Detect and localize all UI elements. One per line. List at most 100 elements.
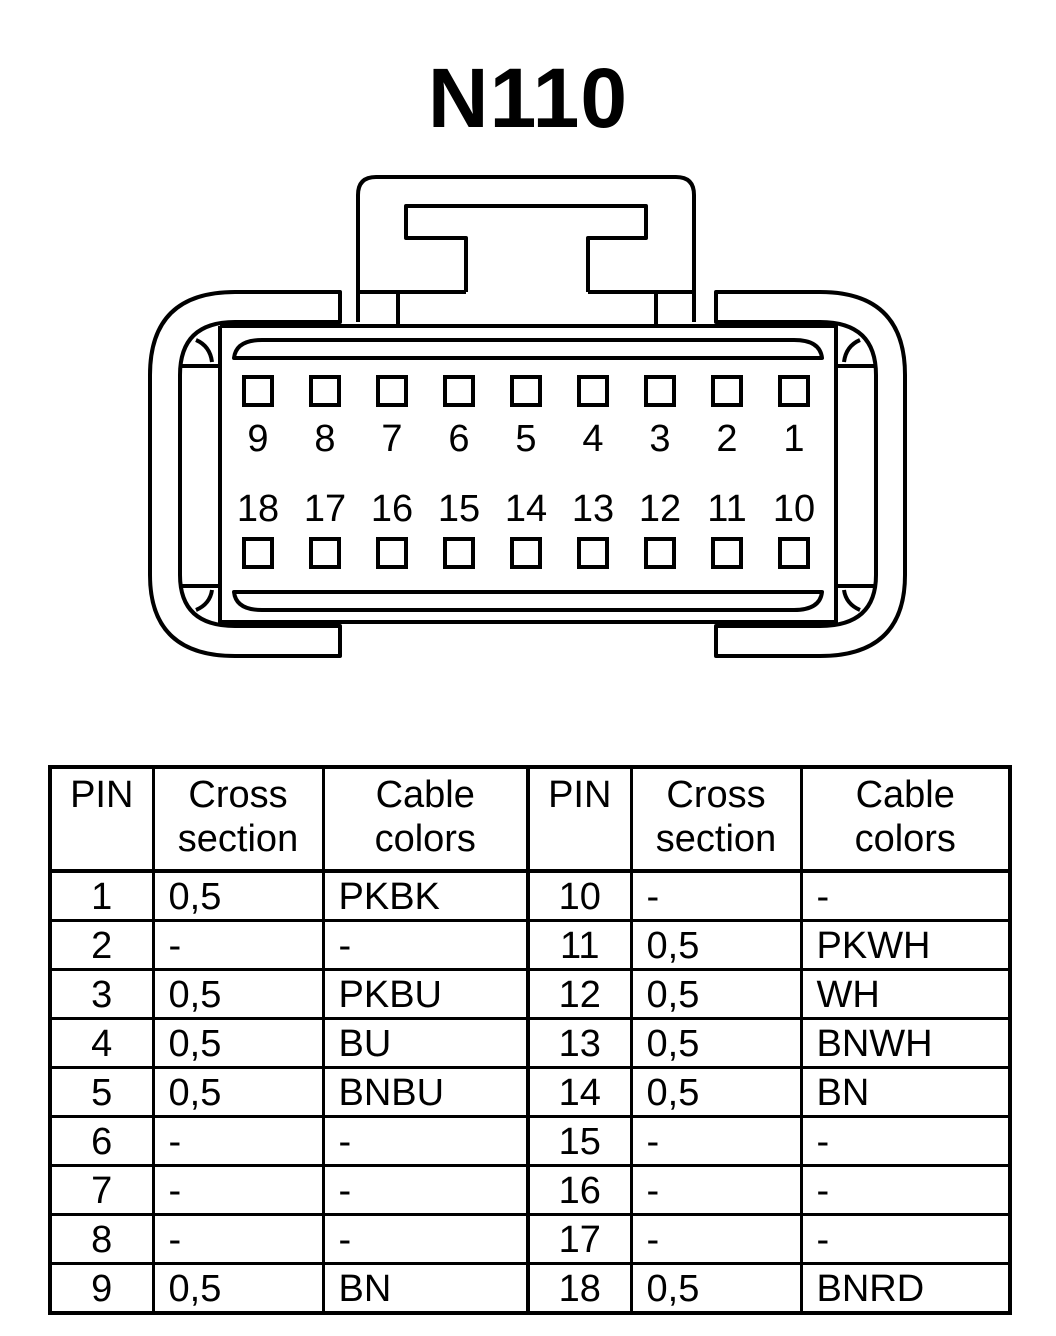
cross-section-value: - xyxy=(151,1164,325,1216)
pin-label: 11 xyxy=(707,488,746,530)
cable-color-value: BNWH xyxy=(799,1017,1012,1069)
pin-label: 3 xyxy=(649,418,670,460)
pin-square-6 xyxy=(443,375,475,407)
pin-assignment-table: PIN Cross section Cable colors PIN Cross… xyxy=(48,765,1012,1315)
cross-section-value: - xyxy=(151,1115,325,1167)
pin-label: 17 xyxy=(304,488,346,530)
cable-color-value: PKWH xyxy=(799,919,1012,971)
pin-number: 7 xyxy=(48,1164,155,1216)
cable-color-value: PKBK xyxy=(321,869,530,922)
pin-square-12 xyxy=(644,537,676,569)
table-header-row: PIN Cross section Cable colors PIN Cross… xyxy=(48,765,1012,873)
table-row: 4 0,5 BU 13 0,5 BNWH xyxy=(48,1017,1012,1069)
pin-square-4 xyxy=(577,375,609,407)
cross-section-value: - xyxy=(151,919,325,971)
cable-color-value: PKBU xyxy=(321,968,530,1020)
table-row: 9 0,5 BN 18 0,5 BNRD xyxy=(48,1262,1012,1315)
pin-number: 16 xyxy=(526,1164,633,1216)
pin-number: 12 xyxy=(526,968,633,1020)
pin-square-7 xyxy=(376,375,408,407)
cable-color-value: - xyxy=(321,1213,530,1265)
cross-section-value: 0,5 xyxy=(629,1066,803,1118)
pin-number: 5 xyxy=(48,1066,155,1118)
pin-square-10 xyxy=(778,537,810,569)
pin-square-15 xyxy=(443,537,475,569)
cable-color-value: - xyxy=(321,1164,530,1216)
pin-label: 15 xyxy=(438,488,480,530)
pin-label: 13 xyxy=(572,488,614,530)
header-colors-line2: colors xyxy=(374,818,476,860)
pin-number: 10 xyxy=(526,869,633,922)
header-cross-line1: Cross xyxy=(666,774,766,816)
connector-diagram: 9 8 7 6 5 4 3 2 1 18 17 16 15 14 13 12 1… xyxy=(148,175,907,658)
pin-square-9 xyxy=(242,375,274,407)
header-pin: PIN xyxy=(526,765,633,873)
pin-label: 6 xyxy=(448,418,469,460)
cross-section-value: 0,5 xyxy=(629,968,803,1020)
pin-label: 14 xyxy=(505,488,547,530)
cable-color-value: - xyxy=(321,1115,530,1167)
table-row: 3 0,5 PKBU 12 0,5 WH xyxy=(48,968,1012,1020)
table-row: 5 0,5 BNBU 14 0,5 BN xyxy=(48,1066,1012,1118)
inner-housing xyxy=(180,324,876,624)
pin-square-13 xyxy=(577,537,609,569)
pin-square-5 xyxy=(510,375,542,407)
pin-label: 5 xyxy=(515,418,536,460)
pin-square-11 xyxy=(711,537,743,569)
cross-section-value: - xyxy=(629,1213,803,1265)
pin-label: 10 xyxy=(773,488,815,530)
pin-number: 17 xyxy=(526,1213,633,1265)
cross-section-value: 0,5 xyxy=(629,919,803,971)
latch-inner-slot xyxy=(404,204,648,292)
header-cross-line1: Cross xyxy=(188,774,288,816)
pin-number: 6 xyxy=(48,1115,155,1167)
pin-number: 15 xyxy=(526,1115,633,1167)
pin-square-14 xyxy=(510,537,542,569)
pin-label: 7 xyxy=(381,418,402,460)
pin-square-3 xyxy=(644,375,676,407)
pin-label: 4 xyxy=(582,418,603,460)
pin-label: 8 xyxy=(314,418,335,460)
pin-square-18 xyxy=(242,537,274,569)
pin-square-1 xyxy=(778,375,810,407)
table-row: 7 - - 16 - - xyxy=(48,1164,1012,1216)
header-cross-section: Cross section xyxy=(151,765,325,873)
pin-number: 13 xyxy=(526,1017,633,1069)
header-colors-line1: Cable xyxy=(375,774,475,816)
header-colors-line1: Cable xyxy=(855,774,955,816)
cross-section-value: - xyxy=(151,1213,325,1265)
latch-outline xyxy=(356,175,696,322)
pin-label: 1 xyxy=(783,418,804,460)
shell-right xyxy=(714,290,907,658)
cable-color-value: - xyxy=(799,869,1012,922)
pin-square-16 xyxy=(376,537,408,569)
pin-number: 11 xyxy=(526,919,633,971)
header-cross-section: Cross section xyxy=(629,765,803,873)
cable-color-value: WH xyxy=(799,968,1012,1020)
cross-section-value: 0,5 xyxy=(151,968,325,1020)
cable-color-value: - xyxy=(799,1115,1012,1167)
cable-color-value: BU xyxy=(321,1017,530,1069)
cable-color-value: BNRD xyxy=(799,1262,1012,1315)
pin-label: 16 xyxy=(371,488,413,530)
table-row: 6 - - 15 - - xyxy=(48,1115,1012,1167)
cross-section-value: 0,5 xyxy=(151,869,325,922)
table-row: 1 0,5 PKBK 10 - - xyxy=(48,869,1012,922)
cable-color-value: - xyxy=(799,1164,1012,1216)
diagram-title: N110 xyxy=(427,51,629,145)
cross-section-value: 0,5 xyxy=(151,1066,325,1118)
header-cable-colors: Cable colors xyxy=(799,765,1012,873)
cross-section-value: 0,5 xyxy=(629,1017,803,1069)
table-row: 8 - - 17 - - xyxy=(48,1213,1012,1265)
cable-color-value: BN xyxy=(321,1262,530,1315)
header-pin: PIN xyxy=(48,765,155,873)
pin-square-17 xyxy=(309,537,341,569)
pin-label: 12 xyxy=(639,488,681,530)
cross-section-value: - xyxy=(629,1164,803,1216)
pin-label: 18 xyxy=(237,488,279,530)
header-cross-line2: section xyxy=(655,818,777,860)
pin-number: 8 xyxy=(48,1213,155,1265)
cable-color-value: BNBU xyxy=(321,1066,530,1118)
cross-section-value: - xyxy=(629,869,803,922)
pin-label: 2 xyxy=(716,418,737,460)
